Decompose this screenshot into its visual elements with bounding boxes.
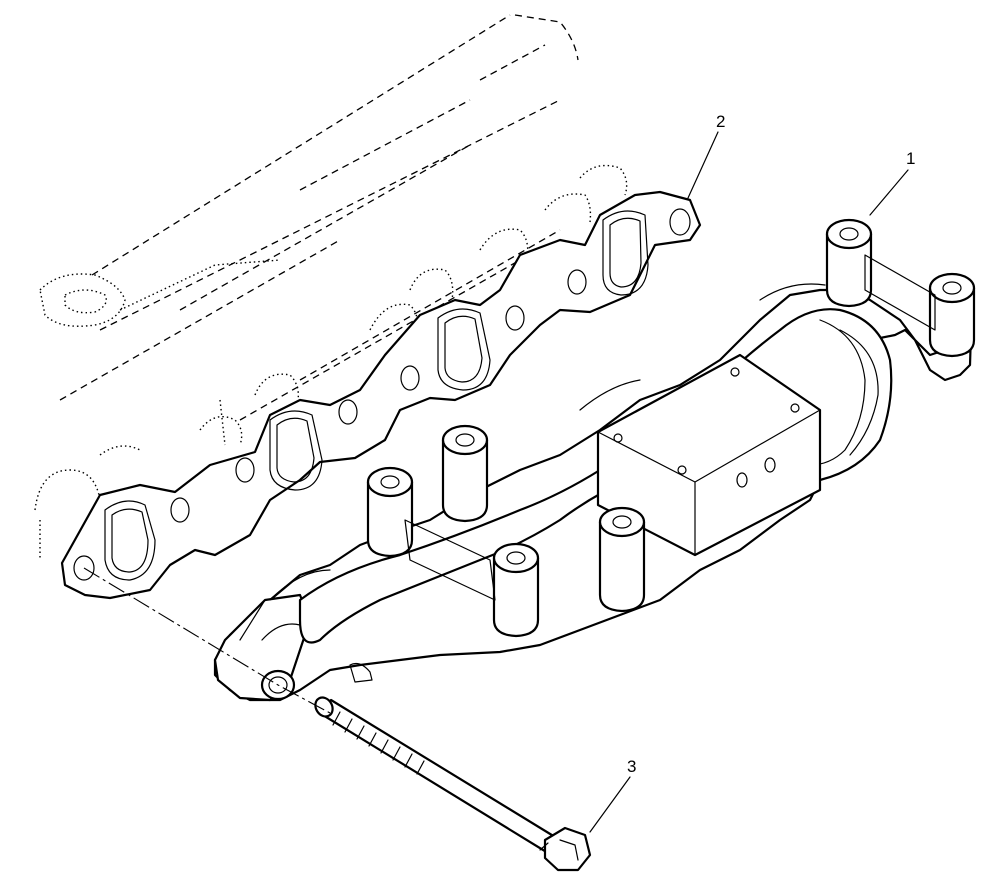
mount-tower-top-right bbox=[928, 272, 976, 358]
callout-2-label: 2 bbox=[716, 112, 725, 131]
assembly-centerline bbox=[83, 567, 331, 714]
mount-tower-top-left bbox=[825, 218, 873, 308]
callout-3: 3 bbox=[589, 757, 636, 833]
flange-bolt bbox=[314, 696, 592, 872]
callout-1: 1 bbox=[869, 149, 915, 216]
mount-tower-lower bbox=[492, 542, 540, 638]
mount-tower-left bbox=[366, 466, 414, 558]
callout-1-label: 1 bbox=[906, 149, 915, 168]
callout-2: 2 bbox=[687, 112, 725, 199]
exhaust-manifold bbox=[213, 218, 976, 702]
mount-tower-center bbox=[441, 424, 489, 523]
manifold-gasket bbox=[60, 190, 702, 600]
callout-3-label: 3 bbox=[627, 757, 636, 776]
mount-tower-right-lower bbox=[598, 506, 646, 613]
cylinder-head-phantom bbox=[34, 14, 628, 560]
